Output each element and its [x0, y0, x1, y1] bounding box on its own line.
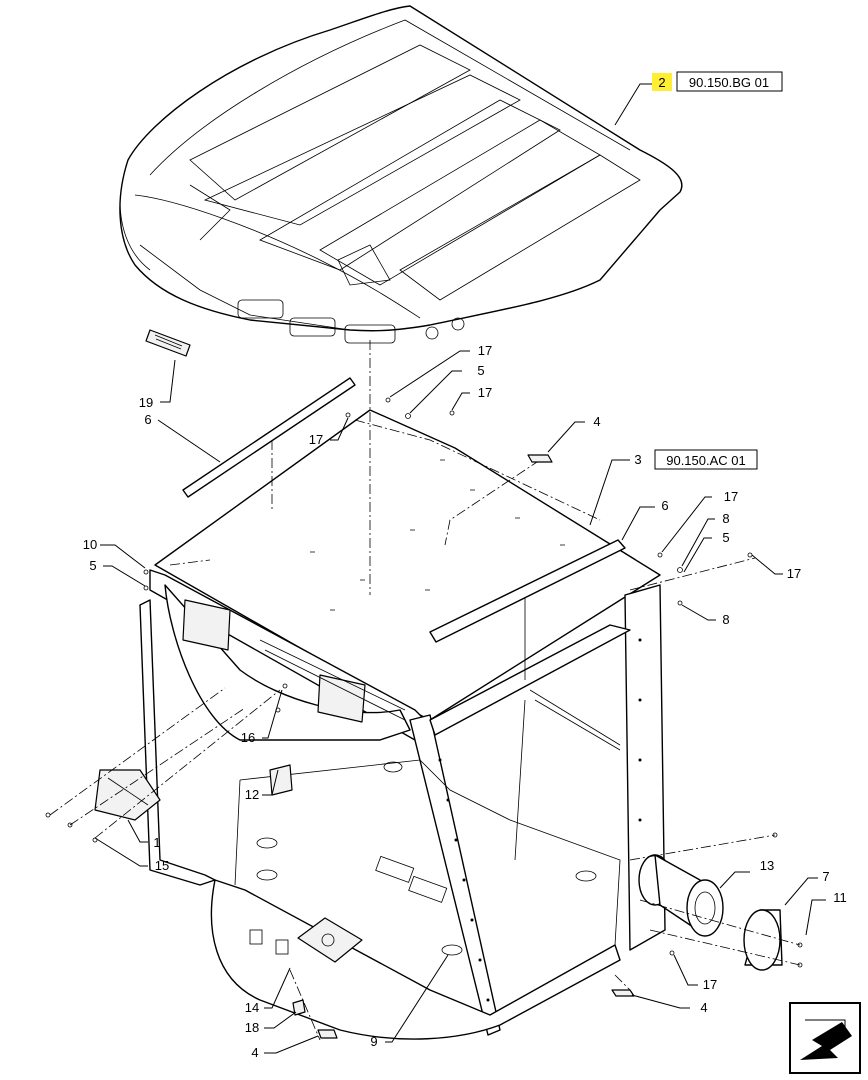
callout-17-far-right: 17 [787, 566, 801, 581]
callout-10: 10 [83, 537, 97, 552]
callout-7: 7 [822, 869, 829, 884]
callout-4-top: 4 [593, 414, 600, 429]
callout-8-right-bottom: 8 [722, 612, 729, 627]
callout-6-left: 6 [144, 412, 151, 427]
callout-13: 13 [760, 858, 774, 873]
seal-strip-right [429, 539, 626, 643]
callout-11: 11 [833, 890, 847, 905]
roof-panel [119, 5, 683, 344]
callout-9: 9 [370, 1034, 377, 1049]
access-cover [94, 769, 161, 821]
callout-5-left: 5 [89, 558, 96, 573]
callout-17-bottom-right: 17 [703, 977, 717, 992]
frame-reference-text: 90.150.AC 01 [666, 453, 746, 468]
seal-strip-left [182, 377, 356, 498]
callout-4-bottom: 4 [251, 1045, 258, 1060]
callout-5-right: 5 [722, 530, 729, 545]
roof-callout: 2 [658, 75, 665, 90]
callout-5-top: 5 [477, 363, 484, 378]
callout-8-right-top: 8 [722, 511, 729, 526]
callout-12: 12 [245, 787, 259, 802]
callout-17-right: 17 [724, 489, 738, 504]
fasteners [45, 397, 803, 1039]
cab-frame [139, 409, 666, 1040]
callout-4-bottom-right: 4 [700, 1000, 707, 1015]
callout-15: 15 [155, 858, 169, 873]
callout-14: 14 [245, 1000, 259, 1015]
roof-reference-text: 90.150.BG 01 [689, 75, 769, 90]
frame-reference[interactable]: 90.150.AC 01 [654, 449, 758, 470]
callout-18: 18 [245, 1020, 259, 1035]
callout-19: 19 [139, 395, 153, 410]
logo-decal [145, 329, 191, 357]
roof-reference[interactable]: 2 90.150.BG 01 [652, 71, 783, 92]
callout-17-top: 17 [478, 343, 492, 358]
navigation-arrow-icon[interactable] [789, 1002, 861, 1074]
callout-16: 16 [241, 730, 255, 745]
callout-6-right: 6 [661, 498, 668, 513]
callout-17-top-right: 17 [478, 385, 492, 400]
callout-1: 1 [153, 835, 160, 850]
frame-callout: 3 [634, 452, 641, 467]
assembly-lines [49, 340, 801, 1041]
callout-17-mid-left: 17 [309, 432, 323, 447]
